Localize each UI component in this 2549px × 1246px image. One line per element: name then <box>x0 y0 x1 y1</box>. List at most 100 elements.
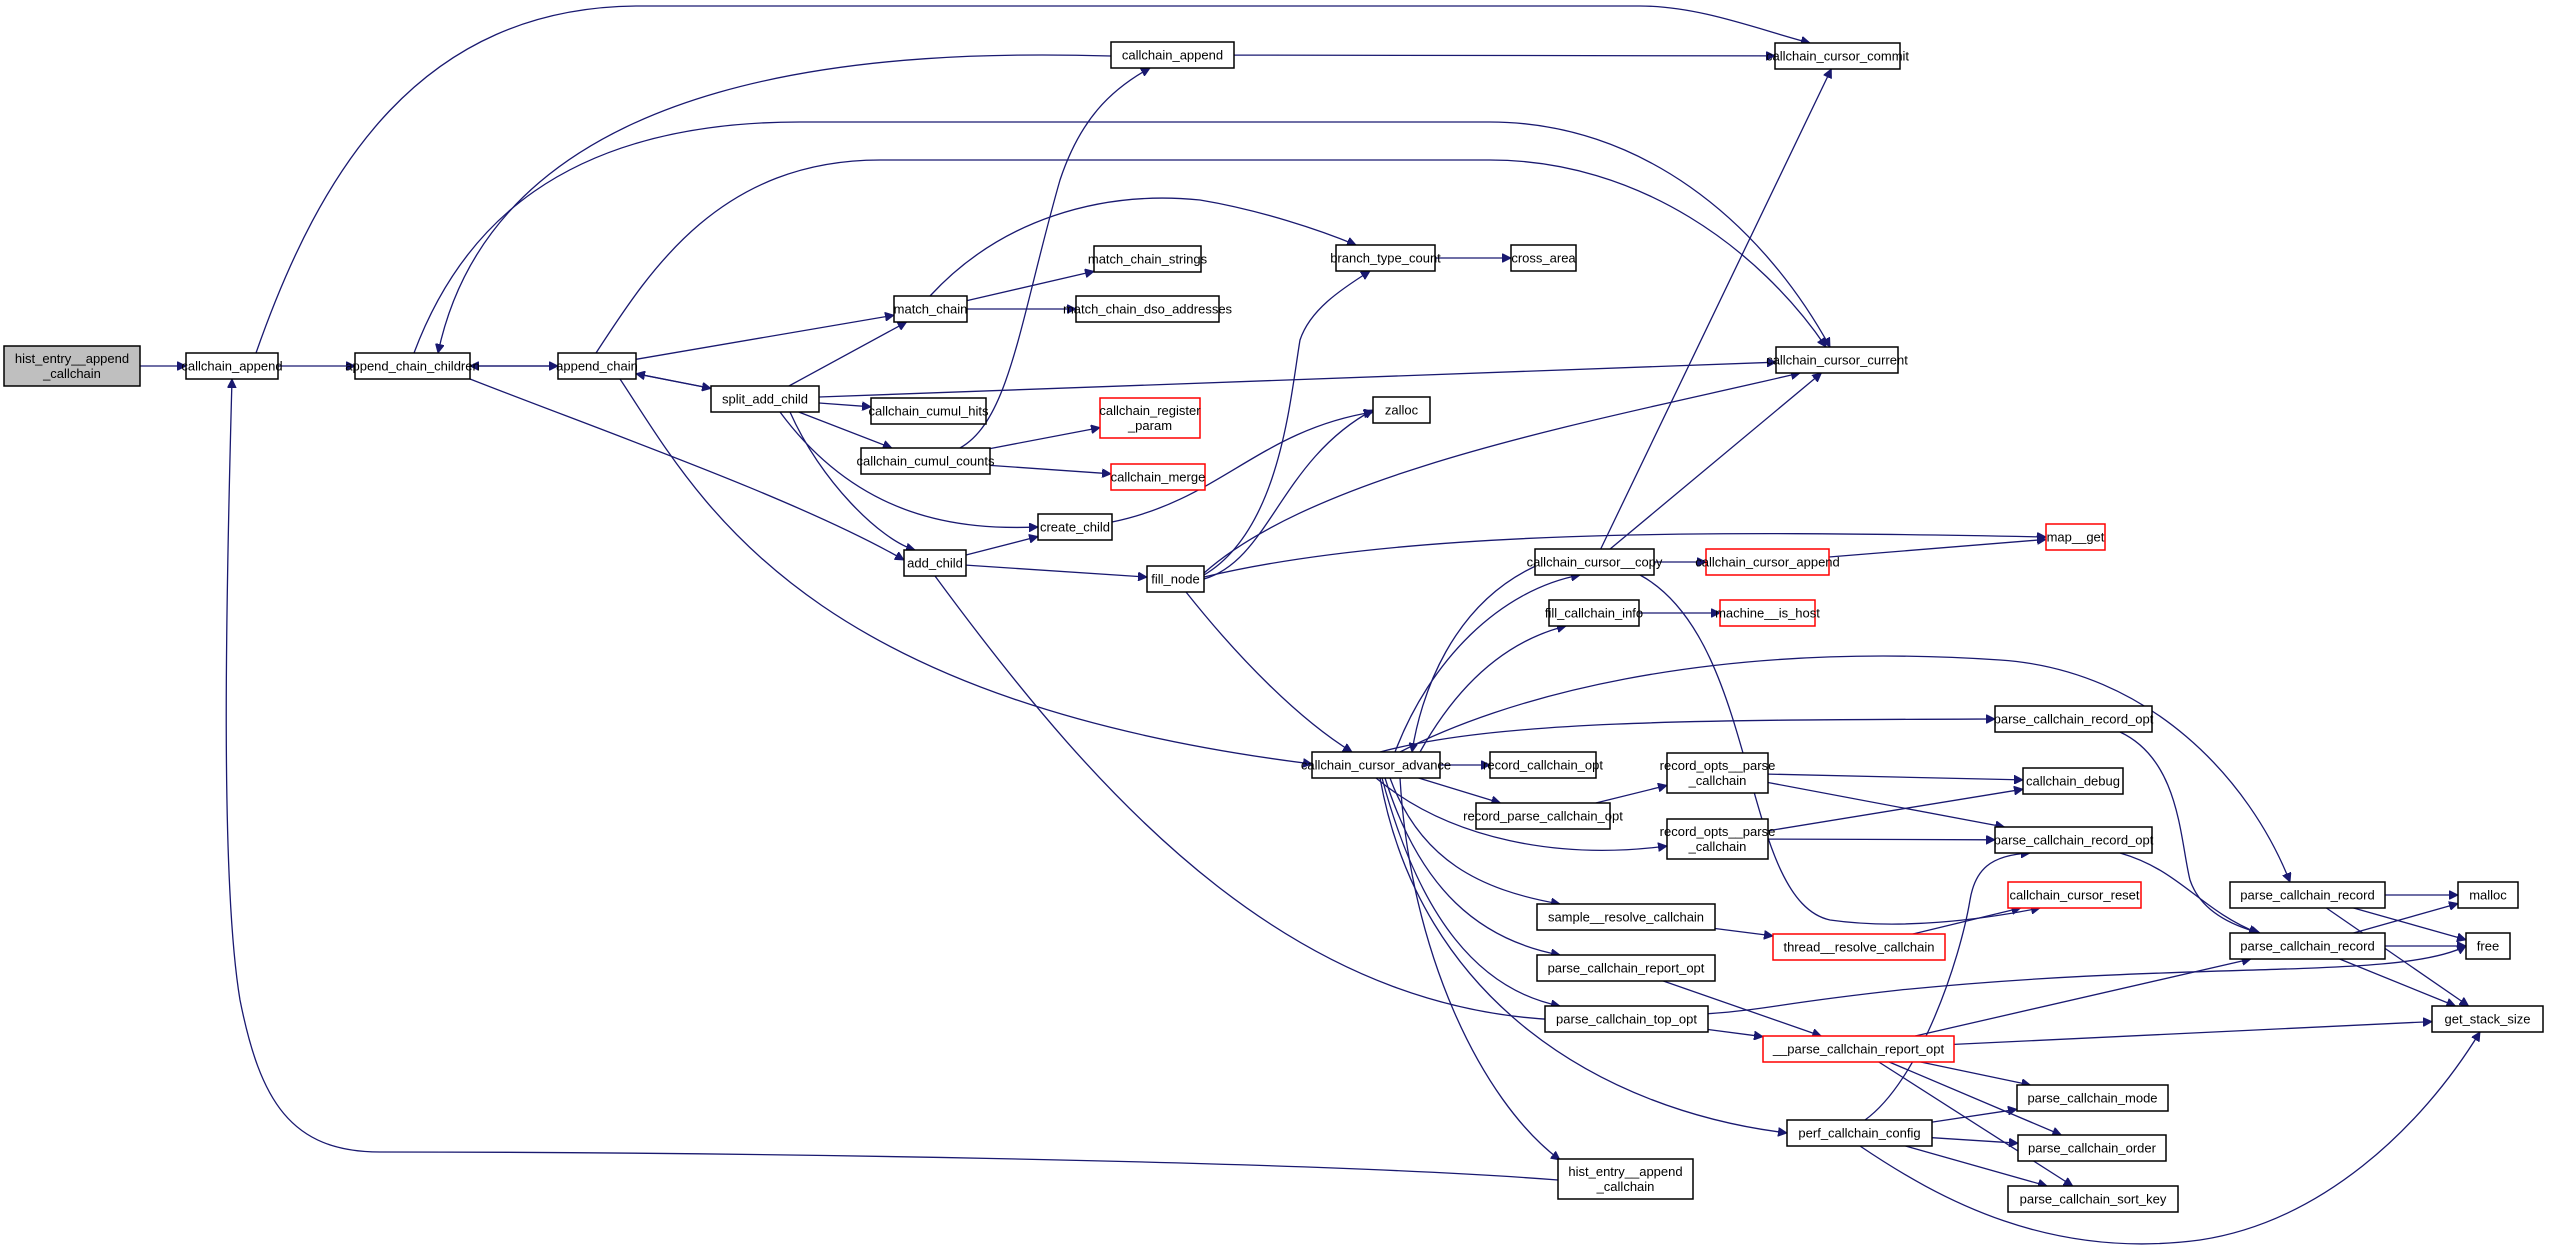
node-map-get[interactable]: map__get <box>2045 523 2106 551</box>
node-box[interactable] <box>1719 599 1816 627</box>
node-box[interactable] <box>2229 881 2386 909</box>
node-callchain-cumul-counts[interactable]: callchain_cumul_counts <box>856 447 995 475</box>
node-callchain-cursor-advance[interactable]: callchain_cursor_advance <box>1301 751 1451 779</box>
node-box[interactable] <box>1536 903 1716 931</box>
node-cross-area[interactable]: cross_area <box>1510 244 1577 272</box>
node-box[interactable] <box>1544 1005 1709 1033</box>
node-fill-node[interactable]: fill_node <box>1146 565 1205 593</box>
node-zalloc[interactable]: zalloc <box>1372 396 1431 424</box>
node-box[interactable] <box>1510 244 1577 272</box>
node-box[interactable] <box>185 352 279 380</box>
node-match-chain-strings[interactable]: match_chain_strings <box>1088 245 1208 273</box>
node-callchain-cursor-commit[interactable]: callchain_cursor_commit <box>1766 42 1909 70</box>
node-box[interactable] <box>1372 396 1431 424</box>
node-fill-callchain-info[interactable]: fill_callchain_info <box>1545 599 1643 627</box>
node-box[interactable] <box>1666 818 1769 860</box>
node-append-chain[interactable]: append_chain <box>556 352 638 380</box>
node-box[interactable] <box>1762 1035 1955 1063</box>
node-box[interactable] <box>1110 463 1206 491</box>
node-callchain-cursor-reset[interactable]: callchain_cursor_reset <box>2007 881 2142 909</box>
node-thread-resolve-callchain[interactable]: thread__resolve_callchain <box>1772 933 1946 961</box>
node-malloc[interactable]: malloc <box>2457 881 2519 909</box>
node-box[interactable] <box>860 447 991 475</box>
node-parse-callchain-record-2[interactable]: parse_callchain_record <box>2229 932 2386 960</box>
node-box[interactable] <box>1099 397 1201 439</box>
node-hist-entry-append-callchain-2[interactable]: hist_entry__append_callchain <box>1557 1158 1694 1200</box>
node-parse-callchain-report-opt[interactable]: parse_callchain_report_opt <box>1536 954 1716 982</box>
node-box[interactable] <box>1075 295 1220 323</box>
node-box[interactable] <box>1557 1158 1694 1200</box>
node-add-child[interactable]: add_child <box>903 549 967 577</box>
node-box[interactable] <box>2022 767 2124 795</box>
node-callchain-register-param[interactable]: callchain_register_param <box>1099 397 1201 439</box>
node-callchain-cumul-hits[interactable]: callchain_cumul_hits <box>869 397 989 425</box>
node-box[interactable] <box>1774 42 1901 70</box>
node-create-child[interactable]: create_child <box>1037 513 1113 541</box>
node-parse-callchain-record-opt-1[interactable]: parse_callchain_record_opt <box>1994 705 2154 733</box>
node-root[interactable]: hist_entry__append_callchain <box>3 345 141 387</box>
node-box[interactable] <box>870 397 987 425</box>
node-parse-callchain-record-opt-2[interactable]: parse_callchain_record_opt <box>1994 826 2154 854</box>
node-box[interactable] <box>1489 751 1597 779</box>
node-parse-callchain-top-opt[interactable]: parse_callchain_top_opt <box>1544 1005 1709 1033</box>
node-match-chain[interactable]: match_chain <box>893 295 968 323</box>
node-box[interactable] <box>1786 1119 1933 1147</box>
node-box[interactable] <box>1536 954 1716 982</box>
node-free[interactable]: free <box>2465 932 2511 960</box>
node-box[interactable] <box>1037 513 1113 541</box>
node-perf-callchain-config[interactable]: perf_callchain_config <box>1786 1119 1933 1147</box>
node-callchain-cursor-current[interactable]: callchain_cursor_current <box>1766 346 1908 374</box>
node-box[interactable] <box>1666 752 1769 794</box>
node-callchain-cursor-copy[interactable]: callchain_cursor__copy <box>1527 548 1663 576</box>
node-parse-callchain-sort-key[interactable]: parse_callchain_sort_key <box>2007 1185 2179 1213</box>
node-callchain-append-2[interactable]: callchain_append <box>1110 41 1235 69</box>
node-match-chain-dso-addresses[interactable]: match_chain_dso_addresses <box>1063 295 1233 323</box>
node-box[interactable] <box>1994 826 2153 854</box>
node-split-add-child[interactable]: split_add_child <box>710 385 820 413</box>
node-box[interactable] <box>2016 1084 2169 1112</box>
node-parse-callchain-report-opt[interactable]: __parse_callchain_report_opt <box>1762 1035 1955 1063</box>
node-box[interactable] <box>2465 932 2511 960</box>
node-record-opts-parse-callchain-1[interactable]: record_opts__parse_callchain <box>1660 752 1776 794</box>
node-box[interactable] <box>1548 599 1640 627</box>
node-parse-callchain-order[interactable]: parse_callchain_order <box>2017 1134 2167 1162</box>
node-box[interactable] <box>710 385 820 413</box>
node-box[interactable] <box>1146 565 1205 593</box>
node-box[interactable] <box>2017 1134 2167 1162</box>
node-append-chain-children[interactable]: append_chain_children <box>345 352 480 380</box>
node-box[interactable] <box>1311 751 1441 779</box>
node-box[interactable] <box>1534 548 1655 576</box>
node-record-parse-callchain-opt[interactable]: record_parse_callchain_opt <box>1463 802 1623 830</box>
node-record-opts-parse-callchain-2[interactable]: record_opts__parse_callchain <box>1660 818 1776 860</box>
node-box[interactable] <box>354 352 471 380</box>
node-sample-resolve-callchain[interactable]: sample__resolve_callchain <box>1536 903 1716 931</box>
node-box[interactable] <box>2229 932 2386 960</box>
node-callchain-cursor-append[interactable]: callchain_cursor_append <box>1695 548 1840 576</box>
node-get-stack-size[interactable]: get_stack_size <box>2431 1005 2544 1033</box>
node-box[interactable] <box>2457 881 2519 909</box>
node-record-callchain-opt[interactable]: record_callchain_opt <box>1483 751 1603 779</box>
node-box[interactable] <box>1994 705 2153 733</box>
node-box[interactable] <box>1093 245 1202 273</box>
node-box[interactable] <box>1775 346 1899 374</box>
node-machine-is-host[interactable]: machine__is_host <box>1715 599 1820 627</box>
node-box[interactable] <box>2007 881 2142 909</box>
node-box[interactable] <box>903 549 967 577</box>
node-box[interactable] <box>557 352 637 380</box>
node-box[interactable] <box>2007 1185 2179 1213</box>
node-parse-callchain-mode[interactable]: parse_callchain_mode <box>2016 1084 2169 1112</box>
node-box[interactable] <box>1335 244 1436 272</box>
node-box[interactable] <box>3 345 141 387</box>
node-callchain-append-1[interactable]: callchain_append <box>181 352 283 380</box>
node-box[interactable] <box>2431 1005 2544 1033</box>
node-box[interactable] <box>893 295 968 323</box>
node-parse-callchain-record-1[interactable]: parse_callchain_record <box>2229 881 2386 909</box>
node-box[interactable] <box>1705 548 1830 576</box>
node-branch-type-count[interactable]: branch_type_count <box>1330 244 1441 272</box>
node-box[interactable] <box>2045 523 2106 551</box>
node-callchain-debug[interactable]: callchain_debug <box>2022 767 2124 795</box>
node-callchain-merge[interactable]: callchain_merge <box>1110 463 1206 491</box>
node-box[interactable] <box>1772 933 1946 961</box>
node-box[interactable] <box>1475 802 1611 830</box>
node-box[interactable] <box>1110 41 1235 69</box>
